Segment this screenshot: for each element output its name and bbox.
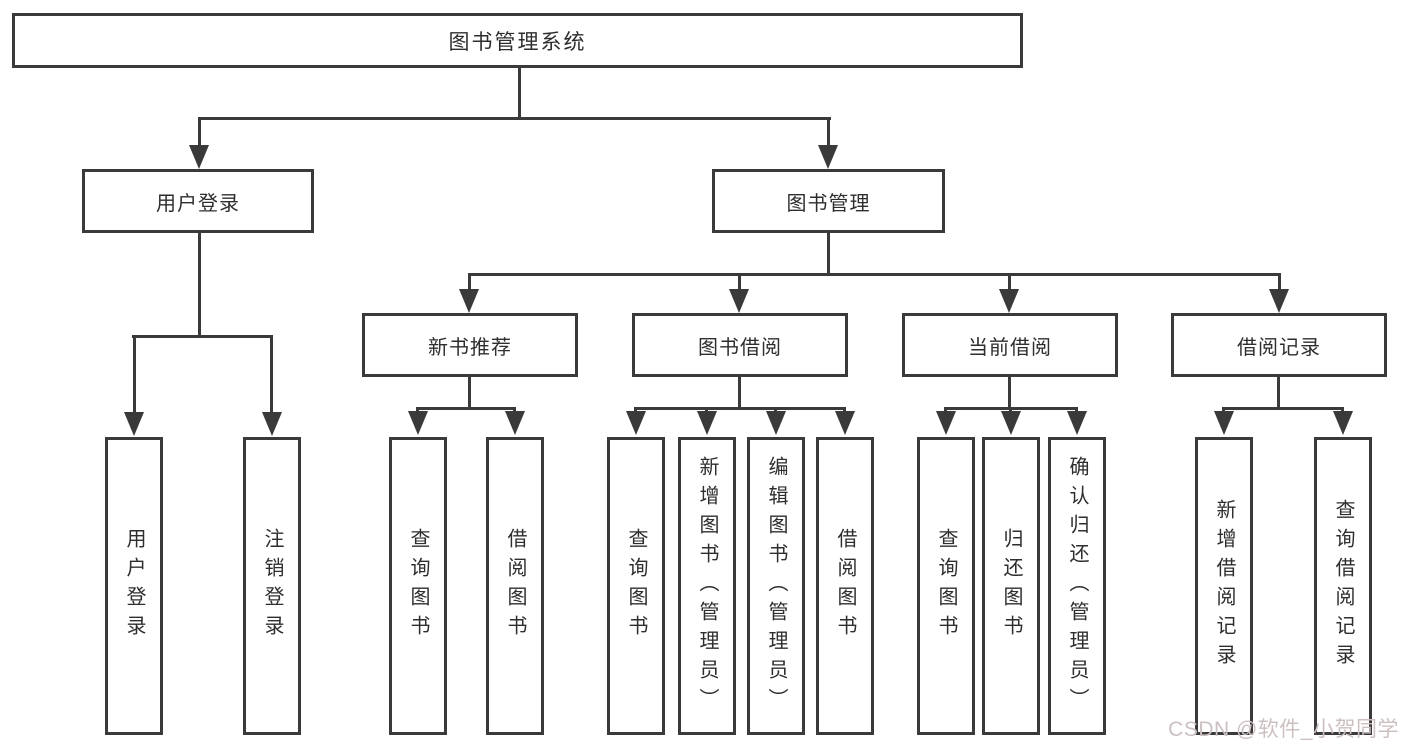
connector-group-hbar (416, 407, 516, 410)
connector-drop-leaf (1009, 407, 1012, 414)
group-label: 借阅记录 (1237, 336, 1321, 359)
connector-drop-group (1008, 273, 1011, 290)
arrowhead-icon (262, 412, 282, 436)
group-label: 图书借阅 (698, 336, 782, 359)
node-group-borrow-record: 借阅记录 (1171, 313, 1387, 377)
connector-drop-leaf (705, 407, 708, 414)
arrowhead-icon (818, 145, 838, 169)
connector-group-stem (1277, 377, 1280, 408)
connector-user-login-stem (198, 233, 201, 335)
leaf-edit-book-admin: 编辑图书（管理员） (747, 437, 805, 735)
leaf-label: 注销登录 (261, 528, 283, 644)
leaf-query-borrow-record: 查询借阅记录 (1314, 437, 1372, 735)
connector-book-management-stem (827, 233, 830, 274)
leaf-borrow-book: 借阅图书 (486, 437, 544, 735)
arrowhead-icon (835, 411, 855, 435)
connector-drop-leaf (944, 407, 947, 414)
leaf-label: 查询图书 (625, 528, 647, 644)
leaf-query-book: 查询图书 (917, 437, 975, 735)
arrowhead-icon (1214, 411, 1234, 435)
node-user-login-label: 用户登录 (156, 192, 240, 215)
arrowhead-icon (1269, 289, 1289, 313)
connector-drop-user-login (198, 117, 201, 147)
node-user-login: 用户登录 (82, 169, 314, 233)
watermark: CSDN @软件_小贺同学 (1168, 718, 1399, 741)
connector-drop-leaf (270, 335, 273, 414)
leaf-logout: 注销登录 (243, 437, 301, 735)
leaf-confirm-return-admin: 确认归还（管理员） (1048, 437, 1106, 735)
leaf-return-book: 归还图书 (982, 437, 1040, 735)
arrowhead-icon (124, 412, 144, 436)
arrowhead-icon (1333, 411, 1353, 435)
node-group-current-borrow: 当前借阅 (902, 313, 1118, 377)
arrowhead-icon (999, 289, 1019, 313)
arrowhead-icon (1067, 411, 1087, 435)
leaf-label: 新增图书（管理员） (696, 455, 718, 717)
leaf-label: 用户登录 (123, 528, 145, 644)
connector-drop-leaf (513, 407, 516, 414)
leaf-label: 确认归还（管理员） (1066, 455, 1088, 717)
node-group-new-book-recommend: 新书推荐 (362, 313, 578, 377)
arrowhead-icon (408, 411, 428, 435)
arrowhead-icon (189, 145, 209, 169)
leaf-user-login: 用户登录 (105, 437, 163, 735)
leaf-label: 借阅图书 (834, 528, 856, 644)
leaf-label: 编辑图书（管理员） (765, 455, 787, 717)
leaf-query-book: 查询图书 (389, 437, 447, 735)
connector-group-hbar (1223, 407, 1343, 410)
arrowhead-icon (626, 411, 646, 435)
leaf-borrow-book: 借阅图书 (816, 437, 874, 735)
leaf-label: 借阅图书 (504, 528, 526, 644)
node-group-book-borrow: 图书借阅 (632, 313, 848, 377)
connector-level1-hbar (198, 117, 831, 120)
connector-drop-leaf (1341, 407, 1344, 414)
connector-group-hbar (635, 407, 846, 410)
connector-user-login-hbar (132, 335, 273, 338)
arrowhead-icon (1001, 411, 1021, 435)
connector-drop-leaf (133, 335, 136, 414)
group-label: 当前借阅 (968, 336, 1052, 359)
arrowhead-icon (459, 289, 479, 313)
node-root-label: 图书管理系统 (448, 30, 587, 54)
group-label: 新书推荐 (428, 336, 512, 359)
leaf-label: 新增借阅记录 (1213, 499, 1235, 673)
connector-drop-leaf (774, 407, 777, 414)
node-book-management: 图书管理 (712, 169, 945, 233)
connector-drop-book-management (827, 117, 830, 147)
leaf-label: 归还图书 (1000, 528, 1022, 644)
node-root: 图书管理系统 (12, 13, 1023, 68)
connector-drop-leaf (1222, 407, 1225, 414)
connector-drop-leaf (1075, 407, 1078, 414)
connector-group-stem (1008, 377, 1011, 408)
connector-drop-leaf (416, 407, 419, 414)
connector-level2-hbar (468, 273, 1281, 276)
leaf-label: 查询图书 (407, 528, 429, 644)
leaf-query-book: 查询图书 (607, 437, 665, 735)
arrowhead-icon (766, 411, 786, 435)
arrowhead-icon (729, 289, 749, 313)
arrowhead-icon (697, 411, 717, 435)
connector-group-stem (738, 377, 741, 408)
connector-drop-group (1278, 273, 1281, 290)
arrowhead-icon (936, 411, 956, 435)
arrowhead-icon (505, 411, 525, 435)
connector-drop-leaf (843, 407, 846, 414)
connector-drop-group (468, 273, 471, 290)
leaf-label: 查询图书 (935, 528, 957, 644)
leaf-add-borrow-record: 新增借阅记录 (1195, 437, 1253, 735)
connector-drop-group (738, 273, 741, 290)
connector-drop-leaf (634, 407, 637, 414)
connector-group-stem (468, 377, 471, 408)
connector-root-stem (518, 68, 521, 117)
leaf-label: 查询借阅记录 (1332, 499, 1354, 673)
leaf-add-book-admin: 新增图书（管理员） (678, 437, 736, 735)
node-book-management-label: 图书管理 (786, 192, 871, 215)
